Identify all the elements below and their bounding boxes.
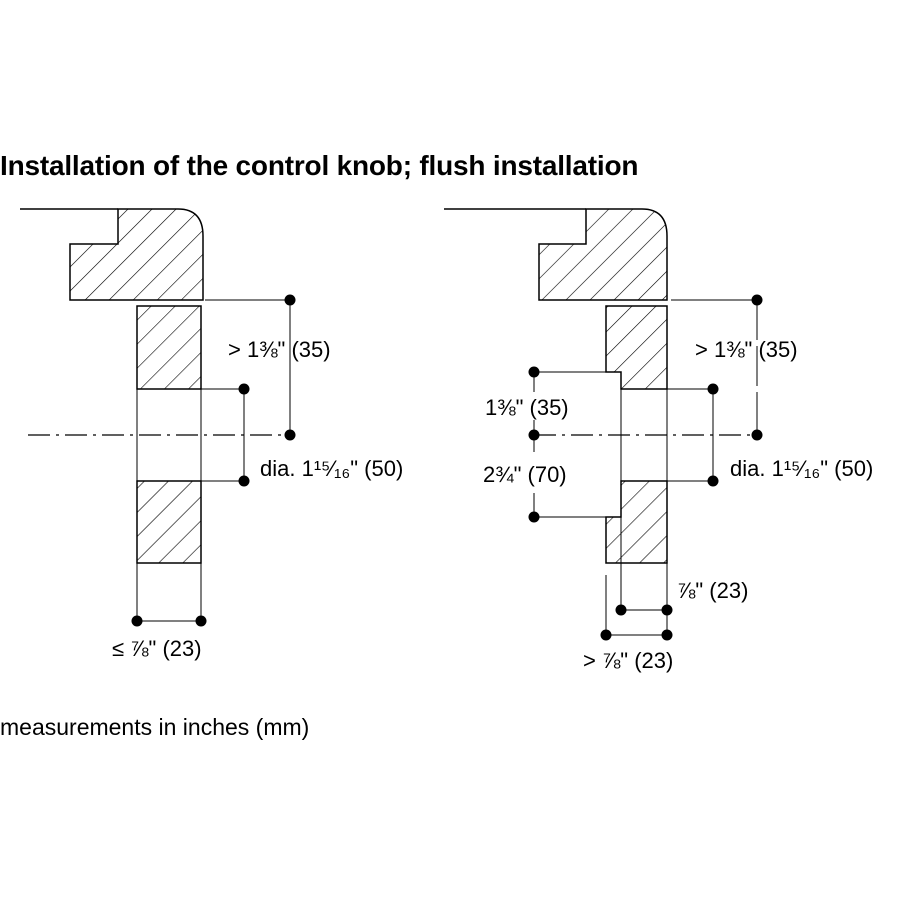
left-dim-point xyxy=(195,615,207,627)
right-dim-point xyxy=(751,429,763,441)
left-upper-panel xyxy=(136,305,202,390)
right-thickness-label: > ⅞" (23) xyxy=(583,648,673,673)
right-depth-label: > 1⅜" (35) xyxy=(695,337,798,362)
right-lower-panel xyxy=(605,480,668,564)
right-upper-panel xyxy=(605,305,668,390)
right-diameter-label: dia. 1¹⁵⁄₁₆" (50) xyxy=(730,456,873,481)
left-diameter-label: dia. 1¹⁵⁄₁₆" (50) xyxy=(260,456,403,481)
left-lower-panel xyxy=(136,480,202,564)
right-dim-point xyxy=(615,604,627,616)
right-dim-point xyxy=(661,629,673,641)
left-dim-point xyxy=(238,383,250,395)
left-depth-label: > 1⅜" (35) xyxy=(228,337,331,362)
right-dim-point xyxy=(751,294,763,306)
right-dim-point xyxy=(528,429,540,441)
right-dim-point xyxy=(528,511,540,523)
right-recess-upper-label: 1⅜" (35) xyxy=(485,395,569,420)
right-dim-point xyxy=(528,366,540,378)
diagram-title: Installation of the control knob; flush … xyxy=(0,150,639,181)
right-dim-point xyxy=(600,629,612,641)
left-dim-point xyxy=(284,429,296,441)
left-dim-point xyxy=(284,294,296,306)
right-installation-drawing: > 1⅜" (35) 1⅜" (35) 2¾" (70) dia. 1¹⁵⁄₁₆… xyxy=(444,208,873,673)
right-dim-point xyxy=(707,475,719,487)
right-recess-depth-label: ⅞" (23) xyxy=(677,578,748,603)
left-installation-drawing: > 1⅜" (35) dia. 1¹⁵⁄₁₆" (50) ≤ ⅞" (23) xyxy=(20,208,403,661)
left-thickness-label: ≤ ⅞" (23) xyxy=(112,636,202,661)
right-dim-point xyxy=(661,604,673,616)
left-top-block xyxy=(69,208,204,301)
units-note: measurements in inches (mm) xyxy=(0,714,310,740)
right-recess-height-label: 2¾" (70) xyxy=(483,462,567,487)
right-dim-point xyxy=(707,383,719,395)
right-top-block xyxy=(538,208,668,301)
left-dim-point xyxy=(238,475,250,487)
left-dim-point xyxy=(131,615,143,627)
